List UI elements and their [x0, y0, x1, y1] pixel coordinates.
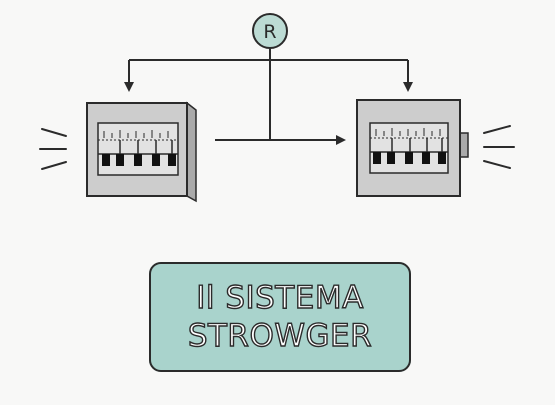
r-node-icon: R: [252, 13, 288, 49]
vibration-lines-icon: [39, 128, 67, 170]
title-box: Il SISTEMA STROWGER: [149, 262, 411, 372]
r-node-label: R: [263, 21, 276, 43]
telephone-exchange-switch-icon: [356, 99, 469, 197]
title-line-2: STROWGER: [187, 317, 373, 354]
connector-lines: [124, 48, 413, 145]
title-line-1: Il SISTEMA: [196, 279, 364, 316]
title-box-background: [149, 262, 411, 372]
telephone-exchange-switch-icon: [86, 101, 197, 203]
vibration-lines-icon: [483, 125, 515, 169]
